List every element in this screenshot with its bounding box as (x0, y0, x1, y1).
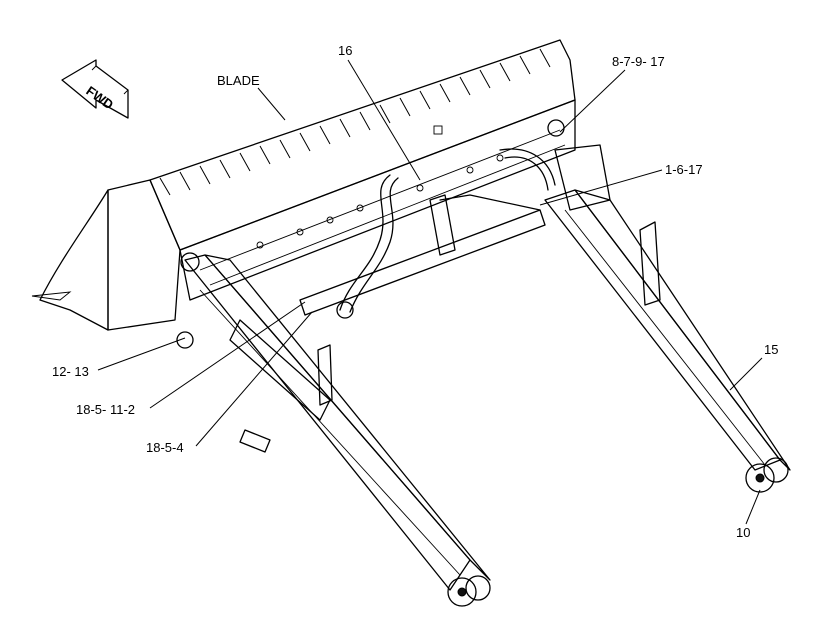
left-push-arm (176, 252, 491, 607)
label-18-5-4: 18-5-4 (146, 440, 184, 455)
blade (31, 39, 576, 331)
callout-15: 15 (729, 342, 778, 391)
callout-1-6-17: 1-6-17 (539, 162, 703, 206)
callout-16: 16 (338, 43, 421, 181)
fwd-arrow-icon: FWD (61, 59, 129, 119)
label-blade: BLADE (217, 73, 260, 88)
label-12-13: 12- 13 (52, 364, 89, 379)
label-15: 15 (764, 342, 778, 357)
callout-blade: BLADE (217, 73, 286, 121)
cross-beam (299, 194, 546, 316)
label-10: 10 (736, 525, 750, 540)
callout-18-5-11-2: 18-5- 11-2 (76, 301, 306, 417)
callout-10: 10 (736, 489, 761, 540)
hydraulic-lines (336, 148, 556, 319)
callout-18-5-4: 18-5-4 (146, 311, 313, 455)
label-18-5-11-2: 18-5- 11-2 (76, 402, 135, 417)
label-16: 16 (338, 43, 352, 58)
right-push-arm (544, 119, 791, 493)
label-1-6-17: 1-6-17 (665, 162, 703, 177)
label-8-7-9-17: 8-7-9- 17 (612, 54, 665, 69)
callout-12-13: 12- 13 (52, 337, 186, 379)
callout-8-7-9-17: 8-7-9- 17 (559, 54, 665, 133)
